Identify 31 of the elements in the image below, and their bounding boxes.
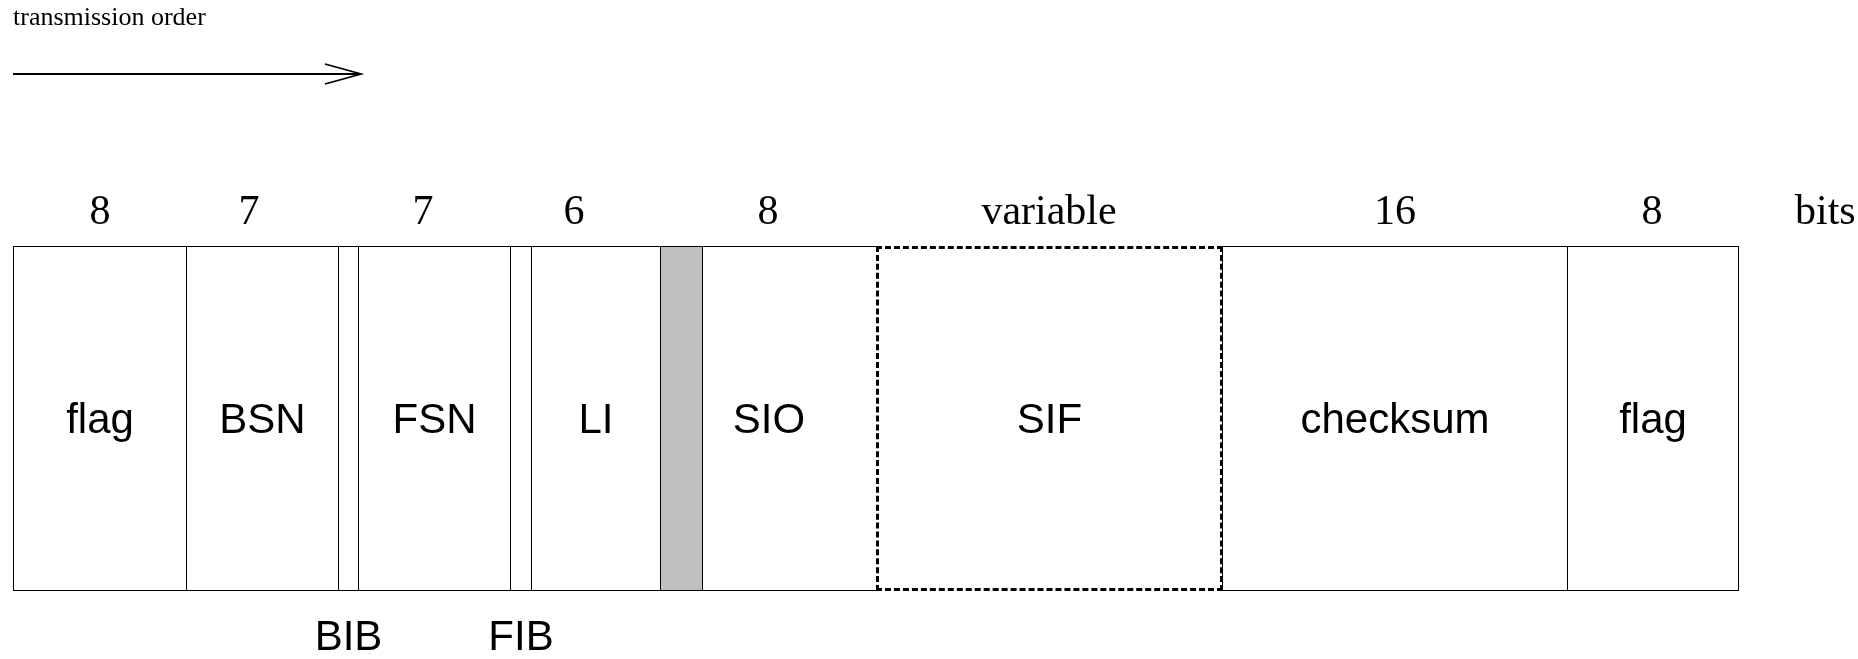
bit-count: 8: [89, 186, 111, 234]
field-box: [186, 246, 339, 591]
field-box: [702, 246, 877, 591]
field-name: BSN: [219, 394, 306, 443]
field-box: [1567, 246, 1739, 591]
bit-count: 8: [1641, 186, 1663, 234]
field-name: checksum: [1300, 394, 1490, 443]
field-box: [358, 246, 511, 591]
bit-field-box: [510, 246, 532, 591]
field-name: FSN: [392, 394, 477, 443]
field-name: BIB: [314, 612, 383, 659]
field-box: [13, 246, 187, 591]
variable-field-box: [876, 246, 1223, 591]
field-name: flag: [66, 394, 134, 443]
bit-count: 7: [238, 186, 260, 234]
field-name: flag: [1619, 394, 1687, 443]
caption: transmission order: [13, 2, 206, 32]
unit-label: bits: [1795, 186, 1856, 234]
field-box: [1222, 246, 1568, 591]
bit-count: 8: [757, 186, 779, 234]
field-name: FIB: [488, 612, 554, 659]
field-name: SIF: [1016, 394, 1083, 443]
field-box: [531, 246, 661, 591]
bit-count: 7: [412, 186, 434, 234]
bit-field-box: [338, 246, 359, 591]
spare-bits-box: [660, 246, 704, 591]
bit-count: 6: [563, 186, 585, 234]
field-name: LI: [578, 394, 614, 443]
field-name: SIO: [732, 394, 806, 443]
bit-count: variable: [981, 186, 1117, 234]
bit-count: 16: [1374, 186, 1416, 234]
